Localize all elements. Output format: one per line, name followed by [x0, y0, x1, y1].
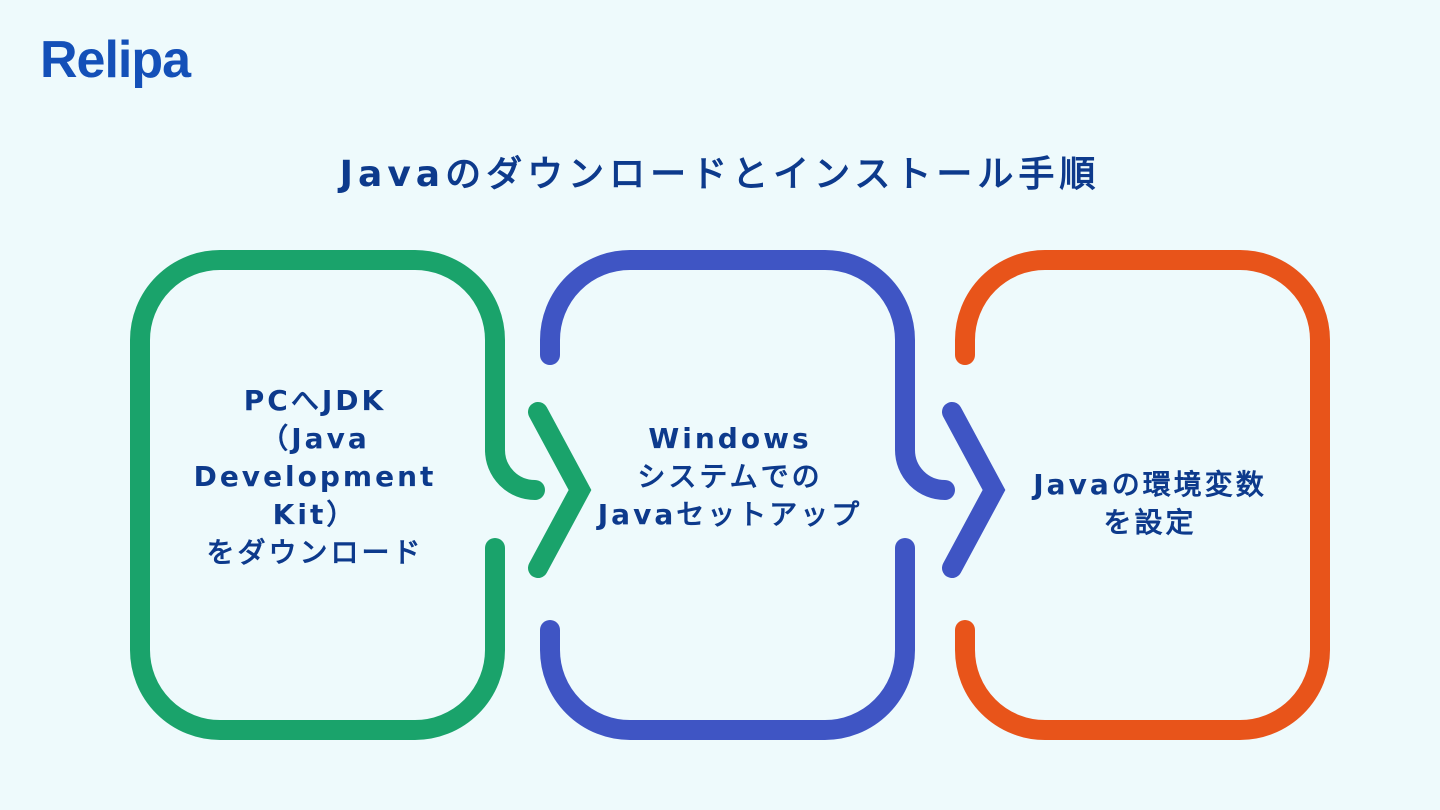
step-3-frame [955, 250, 1330, 740]
step-3-line: を設定 [1103, 506, 1197, 539]
step-1-line: Development [193, 460, 437, 493]
relipa-logo: Relipa [40, 31, 191, 89]
page-title: Javaのダウンロードとインストール手順 [339, 154, 1101, 195]
step-1-line: （Java [260, 422, 370, 455]
step-1-frame [130, 250, 592, 740]
step-1-text: PCへJDK （Java Development Kit） をダウンロード [160, 382, 470, 572]
arrow-2-chevron [942, 402, 1006, 578]
step-1-line: PCへJDK [243, 384, 387, 417]
step-3-text: Javaの環境変数 を設定 [990, 466, 1310, 542]
step-2-line: Windows [648, 422, 812, 455]
step-1-line: Kit） [272, 498, 358, 531]
arrow-1-chevron [528, 402, 592, 578]
step-2-text: Windows システムでの Javaセットアップ [570, 420, 890, 534]
step-2-line: システムでの [637, 460, 823, 493]
step-1-line: をダウンロード [206, 536, 424, 569]
step-2-frame [540, 250, 1006, 740]
step-2-line: Javaセットアップ [597, 498, 863, 531]
step-3-line: Javaの環境変数 [1033, 468, 1267, 501]
